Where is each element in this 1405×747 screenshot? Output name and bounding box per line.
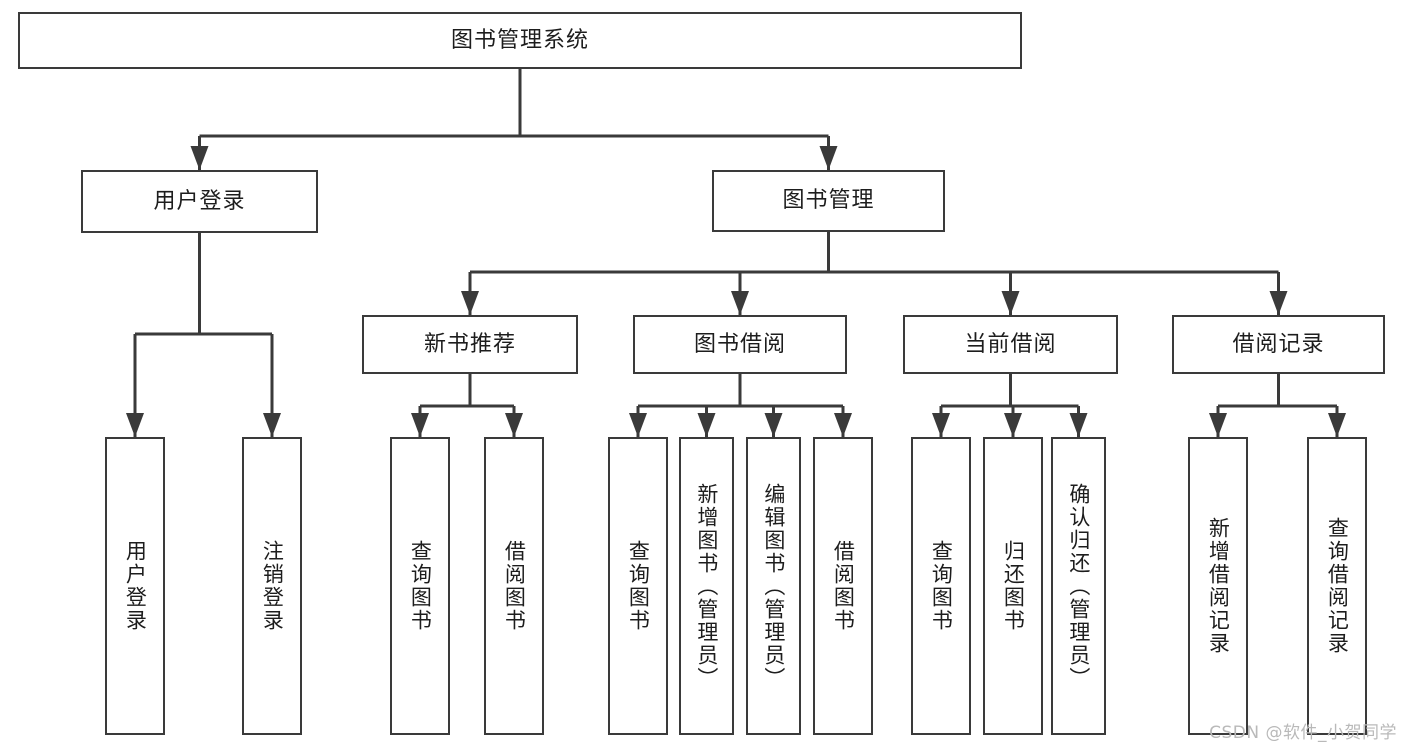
node-leaf_6[interactable]: 编辑图书（管理员） <box>746 437 801 735</box>
node-label-leaf_8: 查询图书 <box>929 540 954 632</box>
arrow-leaf_9 <box>1004 413 1022 437</box>
node-label-l2_2: 当前借阅 <box>964 331 1057 357</box>
node-label-leaf_11: 新增借阅记录 <box>1206 517 1231 655</box>
arrow-l1_1 <box>819 146 838 170</box>
node-leaf_7[interactable]: 借阅图书 <box>813 437 873 735</box>
watermark-text: CSDN @软件_小贺同学 <box>1209 723 1397 743</box>
node-leaf_10[interactable]: 确认归还（管理员） <box>1051 437 1106 735</box>
node-label-leaf_7: 借阅图书 <box>831 540 856 632</box>
node-label-leaf_4: 查询图书 <box>626 540 651 632</box>
arrow-leaf_2 <box>411 413 429 437</box>
node-leaf_2[interactable]: 查询图书 <box>390 437 450 735</box>
arrow-leaf_0 <box>126 413 144 437</box>
arrow-leaf_1 <box>263 413 281 437</box>
arrow-leaf_10 <box>1069 413 1088 437</box>
node-leaf_8[interactable]: 查询图书 <box>911 437 971 735</box>
node-leaf_4[interactable]: 查询图书 <box>608 437 668 735</box>
node-l2_1[interactable]: 图书借阅 <box>633 315 847 374</box>
node-label-leaf_5: 新增图书（管理员） <box>694 482 719 690</box>
node-leaf_5[interactable]: 新增图书（管理员） <box>679 437 734 735</box>
arrow-leaf_3 <box>505 413 523 437</box>
arrow-leaf_6 <box>764 413 783 437</box>
node-leaf_1[interactable]: 注销登录 <box>242 437 302 735</box>
node-label-leaf_3: 借阅图书 <box>502 540 527 632</box>
node-leaf_3[interactable]: 借阅图书 <box>484 437 544 735</box>
node-label-leaf_10: 确认归还（管理员） <box>1066 482 1091 690</box>
node-label-leaf_9: 归还图书 <box>1001 540 1026 632</box>
arrow-leaf_7 <box>834 413 852 437</box>
node-label-leaf_0: 用户登录 <box>123 540 148 632</box>
node-leaf_0[interactable]: 用户登录 <box>105 437 165 735</box>
arrow-leaf_11 <box>1209 413 1227 437</box>
arrow-leaf_12 <box>1328 413 1346 437</box>
node-l1_0[interactable]: 用户登录 <box>81 170 318 233</box>
node-root[interactable]: 图书管理系统 <box>18 12 1022 69</box>
arrow-l1_0 <box>190 146 209 170</box>
arrow-l2_2 <box>1001 291 1020 315</box>
arrow-l2_1 <box>731 291 749 315</box>
node-l2_0[interactable]: 新书推荐 <box>362 315 578 374</box>
node-label-l1_0: 用户登录 <box>153 188 246 214</box>
node-label-l2_3: 借阅记录 <box>1232 331 1325 357</box>
arrow-leaf_8 <box>932 413 950 437</box>
arrow-leaf_5 <box>697 413 716 437</box>
node-l1_1[interactable]: 图书管理 <box>712 170 945 232</box>
node-l2_3[interactable]: 借阅记录 <box>1172 315 1385 374</box>
node-label-l1_1: 图书管理 <box>782 188 875 214</box>
node-label-root: 图书管理系统 <box>450 27 589 53</box>
node-leaf_12[interactable]: 查询借阅记录 <box>1307 437 1367 735</box>
arrow-l2_3 <box>1269 291 1288 315</box>
node-label-l2_0: 新书推荐 <box>423 331 516 357</box>
arrow-leaf_4 <box>629 413 647 437</box>
node-label-l2_1: 图书借阅 <box>693 331 786 357</box>
node-l2_2[interactable]: 当前借阅 <box>903 315 1118 374</box>
node-label-leaf_12: 查询借阅记录 <box>1325 517 1350 655</box>
node-label-leaf_6: 编辑图书（管理员） <box>761 482 786 690</box>
arrow-l2_0 <box>461 291 479 315</box>
node-label-leaf_1: 注销登录 <box>260 540 285 632</box>
node-label-leaf_2: 查询图书 <box>408 540 433 632</box>
node-leaf_11[interactable]: 新增借阅记录 <box>1188 437 1248 735</box>
node-leaf_9[interactable]: 归还图书 <box>983 437 1043 735</box>
